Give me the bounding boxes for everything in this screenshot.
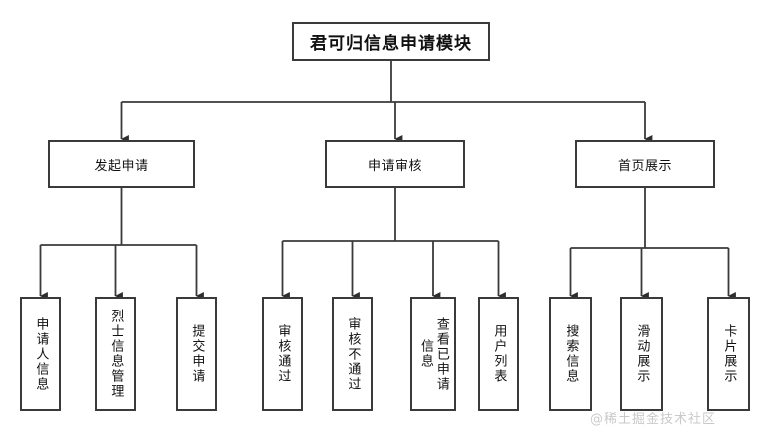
node-leaf-slide-display[interactable]: 滑动展示 (620, 297, 663, 411)
node-leaf-applicant-info[interactable]: 申请人信息 (20, 297, 61, 411)
node-leaf-view-submitted[interactable]: 查看已申请信息 (410, 297, 456, 411)
node-leaf-review-pass-label: 审核通过 (275, 324, 291, 384)
node-leaf-applicant-info-label: 申请人信息 (33, 316, 49, 392)
node-leaf-card-display[interactable]: 卡片展示 (707, 297, 750, 411)
node-leaf-view-submitted-label: 查看已申请信息 (418, 316, 449, 392)
node-leaf-martyr-info-mgmt-label: 烈士信息管理 (108, 309, 124, 399)
node-leaf-user-list-label: 用户列表 (491, 324, 507, 384)
node-l2-review[interactable]: 申请审核 (325, 140, 465, 188)
node-l2-initiate[interactable]: 发起申请 (48, 140, 195, 188)
node-leaf-search-info[interactable]: 搜索信息 (549, 297, 592, 411)
root-node-root-label: 君可归信息申请模块 (310, 34, 472, 54)
node-leaf-slide-display-label: 滑动展示 (634, 324, 650, 384)
node-leaf-review-fail-label: 审核不通过 (345, 316, 361, 392)
node-leaf-user-list[interactable]: 用户列表 (478, 297, 519, 411)
root-node-root[interactable]: 君可归信息申请模块 (292, 22, 490, 61)
node-leaf-search-info-label: 搜索信息 (563, 324, 579, 384)
watermark-label: @稀土掘金技术社区 (590, 412, 717, 427)
node-leaf-review-pass[interactable]: 审核通过 (262, 297, 303, 411)
node-leaf-submit-application-label: 提交申请 (189, 324, 205, 384)
node-l2-home[interactable]: 首页展示 (575, 140, 715, 188)
node-leaf-martyr-info-mgmt[interactable]: 烈士信息管理 (95, 297, 136, 411)
node-leaf-submit-application[interactable]: 提交申请 (176, 297, 217, 411)
node-leaf-card-display-label: 卡片展示 (721, 324, 737, 384)
node-l2-initiate-label: 发起申请 (94, 158, 149, 174)
node-l2-home-label: 首页展示 (617, 158, 672, 174)
node-leaf-review-fail[interactable]: 审核不通过 (332, 297, 373, 411)
node-l2-review-label: 申请审核 (367, 158, 422, 174)
